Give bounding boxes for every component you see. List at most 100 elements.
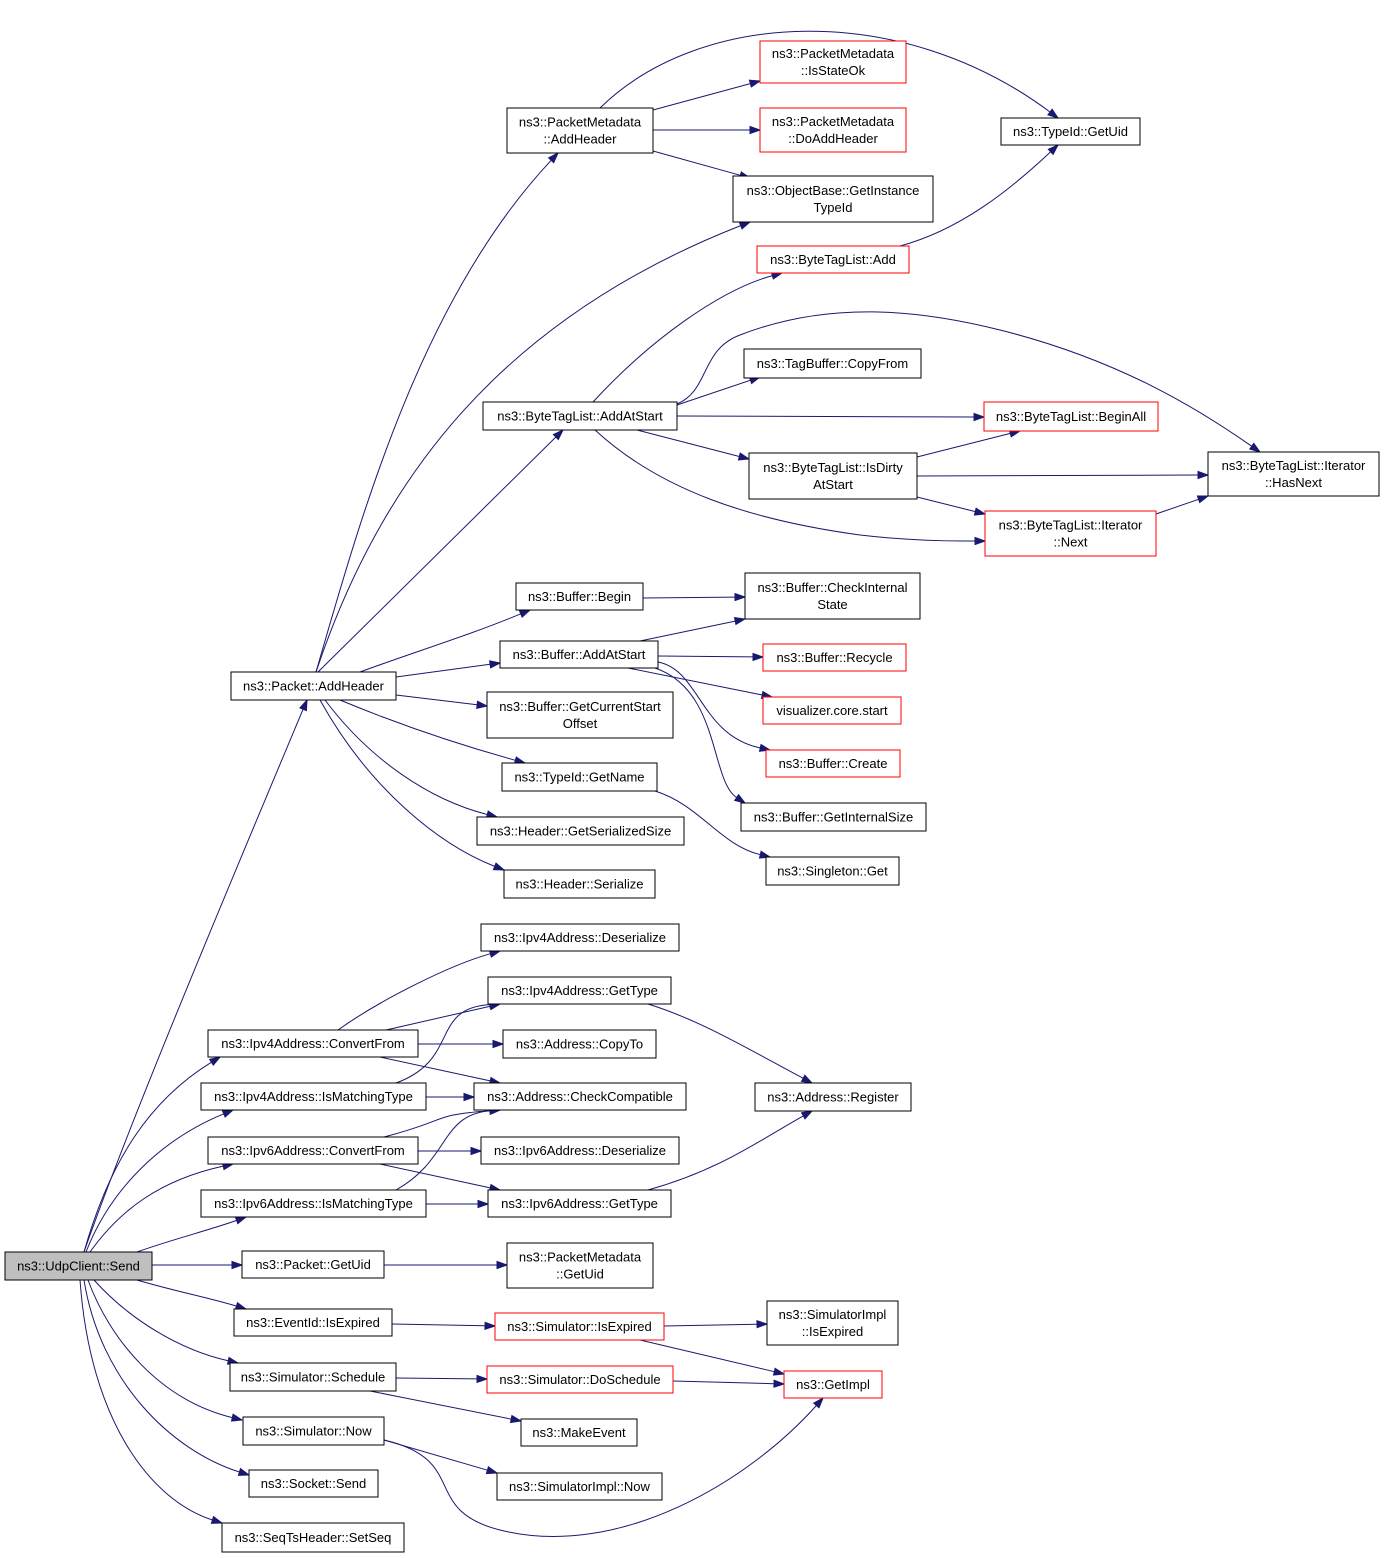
node-box[interactable] — [480, 923, 680, 952]
node-pm-getuid[interactable]: ns3::PacketMetadata::GetUid — [506, 1242, 654, 1289]
node-ipv6-ismatching[interactable]: ns3::Ipv6Address::IsMatchingType — [200, 1189, 427, 1218]
node-box[interactable] — [520, 1418, 638, 1447]
node-box[interactable] — [233, 1308, 393, 1337]
node-ipv4-deser[interactable]: ns3::Ipv4Address::Deserialize — [480, 923, 680, 952]
node-box[interactable] — [200, 1082, 427, 1111]
node-box[interactable] — [207, 1029, 419, 1058]
node-box[interactable] — [499, 640, 659, 669]
node-buf-create[interactable]: ns3::Buffer::Create — [765, 749, 901, 778]
node-box[interactable] — [766, 1300, 899, 1346]
node-buf-addatstart[interactable]: ns3::Buffer::AddAtStart — [499, 640, 659, 669]
node-buf-recycle[interactable]: ns3::Buffer::Recycle — [762, 643, 907, 672]
node-box[interactable] — [754, 1082, 912, 1112]
node-box[interactable] — [230, 671, 397, 701]
node-box[interactable] — [4, 1251, 153, 1281]
node-buf-getinternalsize[interactable]: ns3::Buffer::GetInternalSize — [740, 802, 927, 832]
node-box[interactable] — [487, 1189, 672, 1218]
node-eventid-isexpired[interactable]: ns3::EventId::IsExpired — [233, 1308, 393, 1337]
node-box[interactable] — [482, 401, 678, 431]
node-addr-register[interactable]: ns3::Address::Register — [754, 1082, 912, 1112]
node-pm-doaddheader[interactable]: ns3::PacketMetadata::DoAddHeader — [759, 107, 907, 153]
node-box[interactable] — [241, 1250, 385, 1279]
node-ipv4-gettype[interactable]: ns3::Ipv4Address::GetType — [487, 976, 672, 1005]
node-ipv6-deser[interactable]: ns3::Ipv6Address::Deserialize — [480, 1136, 680, 1165]
node-sim-schedule[interactable]: ns3::Simulator::Schedule — [229, 1362, 397, 1392]
node-box[interactable] — [783, 1370, 883, 1399]
node-box[interactable] — [743, 348, 922, 379]
node-box[interactable] — [765, 856, 900, 886]
node-box[interactable] — [759, 107, 907, 153]
node-box[interactable] — [486, 691, 674, 739]
node-box[interactable] — [248, 1469, 379, 1498]
node-makeevent[interactable]: ns3::MakeEvent — [520, 1418, 638, 1447]
node-box[interactable] — [506, 107, 654, 154]
node-typeid-getname[interactable]: ns3::TypeId::GetName — [501, 762, 658, 792]
node-simimpl-isexpired[interactable]: ns3::SimulatorImpl::IsExpired — [766, 1300, 899, 1346]
node-box[interactable] — [515, 582, 644, 611]
node-box[interactable] — [984, 510, 1157, 557]
node-box[interactable] — [983, 401, 1159, 432]
node-ipv6-convfrom[interactable]: ns3::Ipv6Address::ConvertFrom — [207, 1136, 419, 1165]
node-box[interactable] — [242, 1416, 385, 1446]
node-sim-now[interactable]: ns3::Simulator::Now — [242, 1416, 385, 1446]
node-box[interactable] — [501, 762, 658, 792]
node-socket-send[interactable]: ns3::Socket::Send — [248, 1469, 379, 1498]
node-pm-isstateok[interactable]: ns3::PacketMetadata::IsStateOk — [759, 40, 907, 84]
node-btl-iter-next[interactable]: ns3::ByteTagList::Iterator::Next — [984, 510, 1157, 557]
node-addr-checkcompat[interactable]: ns3::Address::CheckCompatible — [473, 1082, 687, 1111]
node-box[interactable] — [229, 1362, 397, 1392]
node-btl-addatstart[interactable]: ns3::ByteTagList::AddAtStart — [482, 401, 678, 431]
node-box[interactable] — [473, 1082, 687, 1111]
node-simimpl-now[interactable]: ns3::SimulatorImpl::Now — [496, 1472, 663, 1501]
node-ipv4-convfrom[interactable]: ns3::Ipv4Address::ConvertFrom — [207, 1029, 419, 1058]
node-hdr-serialize[interactable]: ns3::Header::Serialize — [503, 869, 656, 899]
node-box[interactable] — [487, 976, 672, 1005]
node-pm-addheader[interactable]: ns3::PacketMetadata::AddHeader — [506, 107, 654, 154]
node-box[interactable] — [744, 572, 921, 620]
node-box[interactable] — [759, 40, 907, 84]
node-box[interactable] — [740, 802, 927, 832]
node-singleton-get[interactable]: ns3::Singleton::Get — [765, 856, 900, 886]
node-box[interactable] — [221, 1522, 405, 1553]
node-box[interactable] — [486, 1365, 674, 1394]
node-box[interactable] — [200, 1189, 427, 1218]
node-pkt-addheader[interactable]: ns3::Packet::AddHeader — [230, 671, 397, 701]
node-box[interactable] — [506, 1242, 654, 1289]
node-ipv6-gettype[interactable]: ns3::Ipv6Address::GetType — [487, 1189, 672, 1218]
node-box[interactable] — [496, 1472, 663, 1501]
node-vis-start[interactable]: visualizer.core.start — [762, 696, 902, 725]
node-box[interactable] — [756, 245, 910, 274]
node-box[interactable] — [748, 452, 918, 500]
node-box[interactable] — [476, 816, 685, 846]
node-ipv4-ismatching[interactable]: ns3::Ipv4Address::IsMatchingType — [200, 1082, 427, 1111]
node-getimpl[interactable]: ns3::GetImpl — [783, 1370, 883, 1399]
node-box[interactable] — [207, 1136, 419, 1165]
node-hdr-getsersize[interactable]: ns3::Header::GetSerializedSize — [476, 816, 685, 846]
node-btl-beginall[interactable]: ns3::ByteTagList::BeginAll — [983, 401, 1159, 432]
node-pkt-getuid[interactable]: ns3::Packet::GetUid — [241, 1250, 385, 1279]
node-box[interactable] — [502, 1029, 657, 1059]
node-box[interactable] — [480, 1136, 680, 1165]
node-box[interactable] — [503, 869, 656, 899]
node-typeid-getuid[interactable]: ns3::TypeId::GetUid — [1000, 117, 1141, 146]
node-buf-begin[interactable]: ns3::Buffer::Begin — [515, 582, 644, 611]
node-seqts-setseq[interactable]: ns3::SeqTsHeader::SetSeq — [221, 1522, 405, 1553]
node-box[interactable] — [765, 749, 901, 778]
node-addr-copyto[interactable]: ns3::Address::CopyTo — [502, 1029, 657, 1059]
node-tagbuf-copyfrom[interactable]: ns3::TagBuffer::CopyFrom — [743, 348, 922, 379]
node-send[interactable]: ns3::UdpClient::Send — [4, 1251, 153, 1281]
node-box[interactable] — [1000, 117, 1141, 146]
node-btl-add[interactable]: ns3::ByteTagList::Add — [756, 245, 910, 274]
node-sim-isexpired[interactable]: ns3::Simulator::IsExpired — [494, 1312, 665, 1341]
node-box[interactable] — [732, 175, 934, 223]
node-btl-iter-hasnext[interactable]: ns3::ByteTagList::Iterator::HasNext — [1207, 451, 1380, 497]
node-box[interactable] — [1207, 451, 1380, 497]
node-box[interactable] — [494, 1312, 665, 1341]
node-box[interactable] — [762, 643, 907, 672]
node-box[interactable] — [762, 696, 902, 725]
node-sim-doschedule[interactable]: ns3::Simulator::DoSchedule — [486, 1365, 674, 1394]
